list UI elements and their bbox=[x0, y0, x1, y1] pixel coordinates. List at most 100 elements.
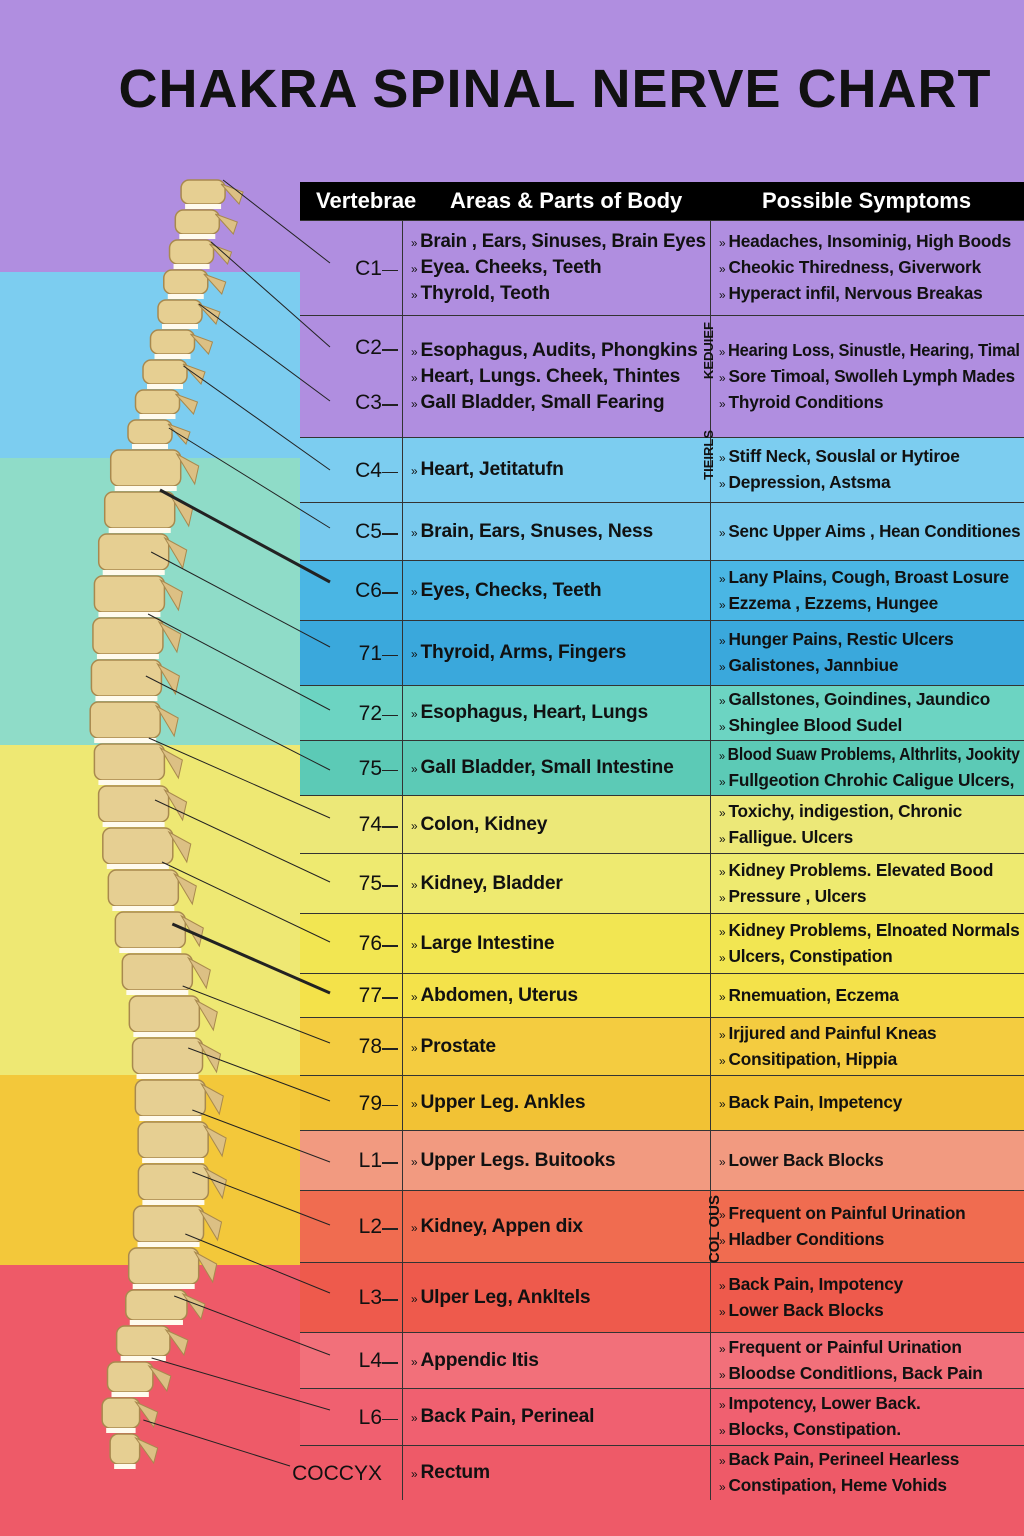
vertebra-label: C3 bbox=[355, 391, 382, 414]
symptoms-cell: Senc Upper Aims , Hean Conditiones bbox=[710, 503, 1024, 560]
list-item: Gall Bladder, Small Intestine bbox=[411, 755, 706, 781]
vertebra-label: 75 bbox=[358, 756, 382, 780]
tick-mark bbox=[382, 885, 398, 887]
symptoms-cell: Back Pain, Perineel HearlessConstipation… bbox=[710, 1446, 1024, 1500]
vertebra-bone bbox=[137, 1163, 210, 1201]
vertebra-bone bbox=[90, 659, 163, 697]
vertebra-bone bbox=[93, 575, 166, 613]
connector-line bbox=[188, 1047, 331, 1102]
areas-cell: Eyes, Checks, Teeth bbox=[402, 561, 710, 620]
tick-mark bbox=[382, 1362, 398, 1364]
vertebra-label: C2 bbox=[355, 336, 382, 359]
spinal-disc bbox=[98, 612, 161, 617]
list-item: Blood Suaw Problems, Althrlits, Jookity bbox=[719, 742, 1020, 768]
connector-line bbox=[151, 1357, 331, 1411]
tick-mark bbox=[382, 654, 398, 656]
spinal-disc bbox=[142, 1200, 205, 1205]
list-item: Shinglee Blood Sudel bbox=[719, 713, 1020, 739]
spinal-disc bbox=[108, 528, 171, 533]
vertebra-bone bbox=[137, 1121, 209, 1159]
symptoms-cell: Headaches, Insominig, High BoodsCheokic … bbox=[710, 221, 1024, 315]
list-item: Prostate bbox=[411, 1034, 706, 1060]
vertebra-process bbox=[164, 1328, 189, 1357]
spinal-disc bbox=[94, 738, 157, 743]
symptoms-cell: Frequent or Painful UrinationBloodse Con… bbox=[710, 1333, 1024, 1388]
table-row: 78ProstateIrjjured and Painful KneasCons… bbox=[300, 1017, 1024, 1075]
list-item: Falligue. Ulcers bbox=[719, 825, 1020, 851]
spinal-disc bbox=[95, 696, 158, 701]
vertebra-process bbox=[134, 1436, 159, 1465]
spinal-disc bbox=[132, 1284, 195, 1289]
areas-cell: Brain, Ears, Snuses, Ness bbox=[402, 503, 710, 560]
vertebra-bone bbox=[107, 869, 180, 907]
symptoms-cell: Impotency, Lower Back.Blocks, Constipati… bbox=[710, 1389, 1024, 1445]
list-item: Depression, Astsma bbox=[719, 470, 1020, 496]
list-item: Back Pain, Perineel Hearless bbox=[719, 1447, 1020, 1473]
tick-mark bbox=[382, 471, 398, 473]
vertebra-bone bbox=[157, 299, 203, 325]
vertebra-label: 72 bbox=[358, 701, 382, 725]
spinal-disc bbox=[106, 864, 169, 869]
tick-mark bbox=[382, 592, 398, 594]
list-item: Hyperact infil, Nervous Breakas bbox=[719, 281, 1020, 307]
symptoms-cell: Rnemuation, Eczema bbox=[710, 974, 1024, 1017]
spinal-disc bbox=[185, 204, 222, 209]
list-item: Kidney Problems. Elevated Bood bbox=[719, 858, 1020, 884]
list-item: Eyea. Cheeks, Teeth bbox=[411, 255, 706, 281]
vertebra-bone bbox=[180, 179, 226, 205]
table-row: C5Brain, Ears, Snuses, NessSenc Upper Ai… bbox=[300, 502, 1024, 560]
table-row: L6Back Pain, PerinealImpotency, Lower Ba… bbox=[300, 1388, 1024, 1445]
spinal-disc bbox=[139, 1116, 202, 1121]
symptoms-cell: Lower Back Blocks bbox=[710, 1131, 1024, 1190]
spinal-disc bbox=[173, 264, 210, 269]
vertebra-bone bbox=[127, 1247, 200, 1285]
vertebra-bone bbox=[93, 743, 166, 781]
spinal-disc bbox=[132, 444, 168, 449]
header-areas: Areas & Parts of Body bbox=[450, 188, 683, 213]
table-row: 79Upper Leg. AnklesBack Pain, Impetency bbox=[300, 1075, 1024, 1130]
spinal-disc bbox=[139, 414, 176, 419]
table-row: 77Abdomen, UterusRnemuation, Eczema bbox=[300, 973, 1024, 1017]
vertebra-process bbox=[157, 620, 182, 654]
list-item: Brain , Ears, Sinuses, Brain Eyes bbox=[411, 229, 706, 255]
table-row: 75Gall Bladder, Small IntestineBlood Sua… bbox=[300, 740, 1024, 795]
vertebra-label: 76 bbox=[358, 932, 382, 955]
table-row: 72Esophagus, Heart, LungsGallstones, Goi… bbox=[300, 685, 1024, 740]
list-item: Pressure , Ulcers bbox=[719, 884, 1020, 910]
areas-cell: Colon, Kidney bbox=[402, 796, 710, 853]
vertebra-label: C1 bbox=[355, 256, 382, 280]
areas-cell: Large Intestine bbox=[402, 914, 710, 973]
side-label: TIEIRLS bbox=[701, 430, 716, 480]
vertebra-label: L2 bbox=[358, 1215, 382, 1238]
tick-mark bbox=[382, 349, 398, 351]
vertebra-bone bbox=[101, 1397, 141, 1429]
list-item: Stiff Neck, Souslal or Hytiroe bbox=[719, 444, 1020, 470]
vertebra-bone bbox=[125, 1289, 188, 1321]
connector-line bbox=[161, 861, 331, 943]
symptoms-cell: Blood Suaw Problems, Althrlits, JookityF… bbox=[710, 741, 1024, 795]
connector-line bbox=[168, 427, 331, 529]
table-row: C2C3Esophagus, Audits, PhongkinsHeart, L… bbox=[300, 315, 1024, 437]
spinal-disc bbox=[106, 1428, 136, 1433]
spinal-disc bbox=[119, 948, 182, 953]
list-item: Hearing Loss, Sinustle, Hearing, Timal bbox=[719, 338, 1020, 364]
connector-line bbox=[222, 179, 331, 264]
areas-cell: Kidney, Appen dix bbox=[402, 1191, 710, 1262]
spinal-disc bbox=[133, 1032, 196, 1037]
list-item: Galistones, Jannbiue bbox=[719, 653, 1020, 679]
spinal-disc bbox=[114, 1464, 136, 1469]
tick-mark bbox=[382, 714, 398, 716]
vertebra-label: C4 bbox=[355, 458, 382, 482]
table-row: L3Ulper Leg, AnkltelsBack Pain, Impotenc… bbox=[300, 1262, 1024, 1332]
vertebra-bone bbox=[134, 389, 181, 415]
list-item: Frequent on Painful Urination bbox=[719, 1201, 1020, 1227]
table-row: C4Heart, JetitatufnStiff Neck, Souslal o… bbox=[300, 437, 1024, 502]
symptoms-cell: Gallstones, Goindines, JaundicoShinglee … bbox=[710, 686, 1024, 740]
vertebra-label: L1 bbox=[358, 1149, 382, 1172]
tick-mark bbox=[382, 404, 398, 406]
vertebra-label: 77 bbox=[358, 984, 382, 1007]
vertebra-bone bbox=[115, 1325, 171, 1357]
symptoms-cell: Frequent on Painful UrinationHladber Con… bbox=[710, 1191, 1024, 1262]
vertebra-bone bbox=[168, 239, 215, 265]
spinal-disc bbox=[162, 324, 198, 329]
